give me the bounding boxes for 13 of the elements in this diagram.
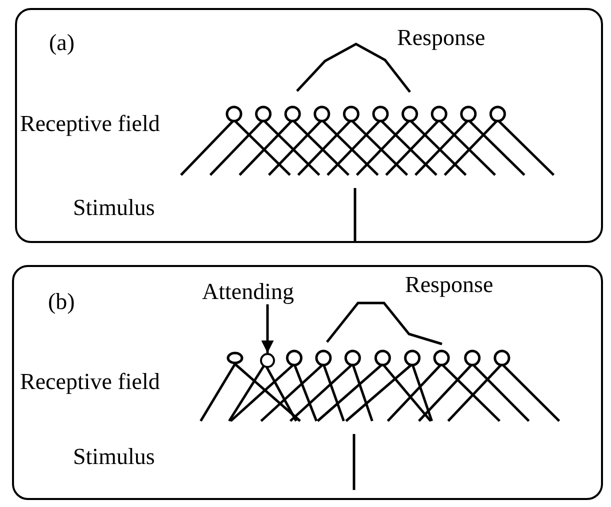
response-label: Response bbox=[397, 25, 486, 50]
arrow bbox=[261, 304, 274, 353]
attention-label: Attending bbox=[202, 279, 294, 304]
neuron-circle bbox=[260, 353, 275, 368]
panel-frame bbox=[15, 8, 603, 243]
stimulus-label: Stimulus bbox=[73, 444, 155, 470]
response-label: Response bbox=[405, 272, 494, 298]
panel-letter: (a) bbox=[49, 30, 75, 56]
panel-frame bbox=[12, 265, 603, 500]
receptive-field-label: Receptive field bbox=[20, 369, 160, 394]
receptive-field-label: Receptive field bbox=[20, 111, 160, 136]
panel-letter: (b) bbox=[48, 289, 75, 314]
stimulus-label: Stimulus bbox=[73, 195, 155, 220]
